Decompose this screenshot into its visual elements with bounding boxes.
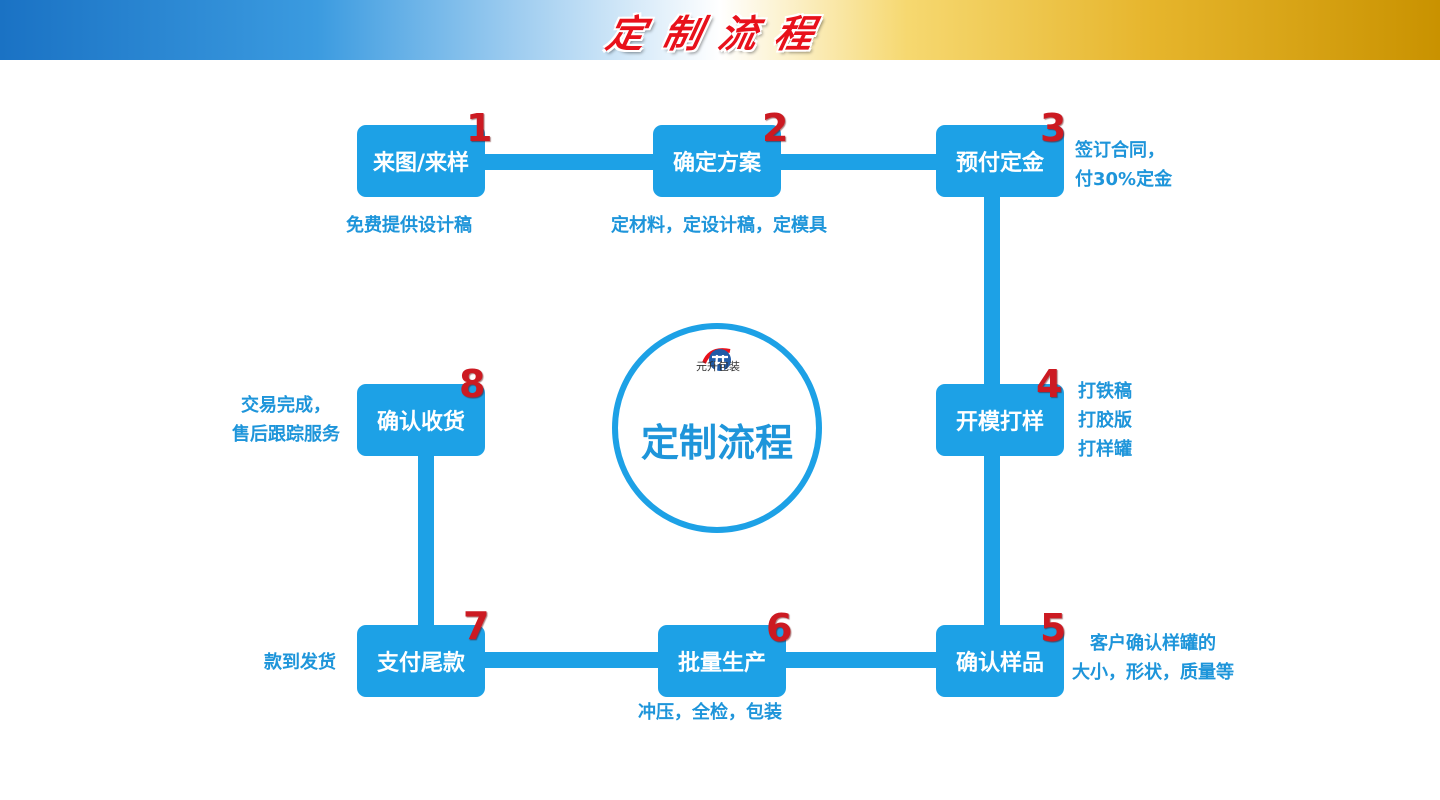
step-8-box: 确认收货 <box>357 384 485 456</box>
step-7-number: 7 <box>463 604 490 648</box>
step-2-note-line-1: 定材料，定设计稿，定模具 <box>611 215 827 236</box>
step-5-label: 确认样品 <box>955 651 1044 676</box>
step-2-number: 2 <box>762 106 789 150</box>
header-banner <box>0 0 1440 60</box>
step-6-label: 批量生产 <box>677 651 766 676</box>
step-3-number: 3 <box>1040 106 1067 150</box>
step-3-label: 预付定金 <box>955 151 1044 176</box>
step-3-note-line-2: 付30%定金 <box>1075 169 1173 190</box>
step-5-note-line-2: 大小，形状，质量等 <box>1072 662 1234 683</box>
step-1-note: 免费提供设计稿 <box>346 211 472 240</box>
step-6-box: 批量生产 <box>658 625 786 697</box>
connector-4-5 <box>984 452 1000 632</box>
step-4-note: 打铁稿 打胶版 打样罐 <box>1078 377 1132 464</box>
step-3-box: 预付定金 <box>936 125 1064 197</box>
step-1-number: 1 <box>466 106 493 150</box>
step-8-note-line-2: 售后跟踪服务 <box>232 424 340 445</box>
connector-6-7 <box>480 652 662 668</box>
connector-3-4 <box>984 192 1000 388</box>
step-7-note-line-1: 款到发货 <box>264 652 336 673</box>
step-7-note: 款到发货 <box>264 648 336 677</box>
step-5-number: 5 <box>1040 606 1067 650</box>
step-2-note: 定材料，定设计稿，定模具 <box>611 211 827 240</box>
step-3-note-line-1: 签订合同， <box>1075 140 1165 161</box>
step-8-note: 交易完成， 售后跟踪服务 <box>232 391 340 449</box>
step-4-number: 4 <box>1036 362 1063 406</box>
step-6-number: 6 <box>766 606 793 650</box>
step-4-note-line-1: 打铁稿 <box>1078 381 1132 402</box>
step-6-note: 冲压，全检，包装 <box>638 698 782 727</box>
step-4-box: 开模打样 <box>936 384 1064 456</box>
step-5-note-line-1: 客户确认样罐的 <box>1090 633 1216 654</box>
yuansheng-logo-icon <box>702 348 731 372</box>
step-4-note-line-2: 打胶版 <box>1078 410 1132 431</box>
step-6-note-line-1: 冲压，全检，包装 <box>638 702 782 723</box>
step-1-label: 来图/来样 <box>372 151 470 176</box>
step-8-note-line-1: 交易完成， <box>241 395 331 416</box>
step-4-note-line-3: 打样罐 <box>1078 439 1132 460</box>
step-1-note-line-1: 免费提供设计稿 <box>346 215 472 236</box>
step-3-note: 签订合同， 付30%定金 <box>1075 136 1172 194</box>
step-1-box: 来图/来样 <box>357 125 485 197</box>
step-7-label: 支付尾款 <box>376 651 465 676</box>
connector-1-2 <box>480 154 660 170</box>
logo-text: 元升包装 <box>696 360 740 373</box>
step-4-label: 开模打样 <box>955 410 1044 435</box>
step-8-label: 确认收货 <box>376 410 465 435</box>
header-title: 定制流程 <box>602 11 836 56</box>
step-2-label: 确定方案 <box>672 151 761 176</box>
step-2-box: 确定方案 <box>653 125 781 197</box>
step-5-note: 客户确认样罐的 大小，形状，质量等 <box>1072 629 1234 687</box>
connector-5-6 <box>782 652 940 668</box>
step-7-box: 支付尾款 <box>357 625 485 697</box>
step-5-box: 确认样品 <box>936 625 1064 697</box>
step-8-number: 8 <box>459 362 486 406</box>
connector-2-3 <box>776 154 940 170</box>
center-title: 定制流程 <box>640 421 793 465</box>
connector-7-8 <box>418 452 434 632</box>
